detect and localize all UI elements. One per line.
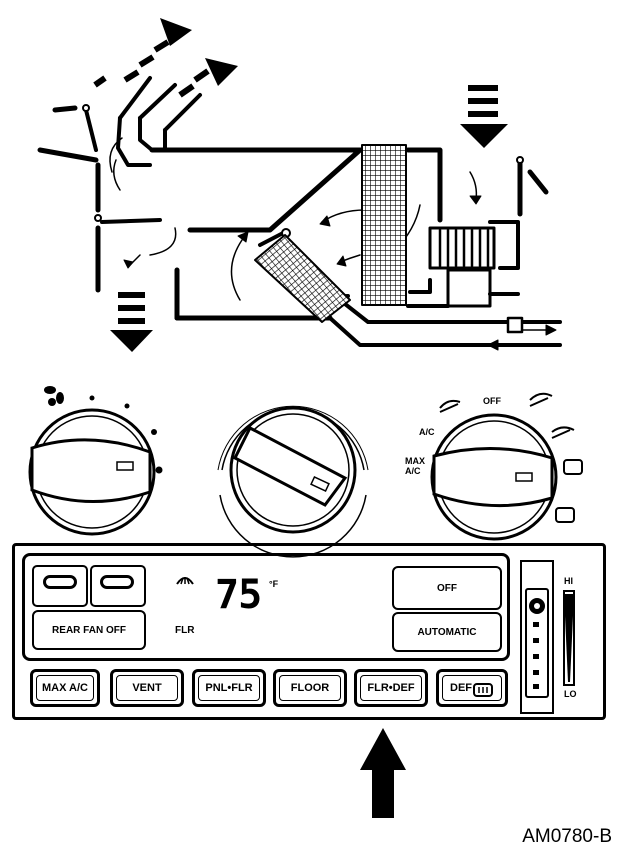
heater-core	[254, 234, 351, 323]
floor-button[interactable]: FLOOR	[273, 669, 347, 707]
panel-arrowhead	[205, 58, 238, 86]
rear-fan-off-button[interactable]: REAR FAN OFF	[32, 610, 146, 650]
mode-knob[interactable]	[430, 413, 558, 541]
automatic-button[interactable]: AUTOMATIC	[392, 612, 502, 652]
off-label: OFF	[483, 396, 501, 406]
temperature-unit: °F	[269, 579, 279, 589]
defrost-arrowhead	[160, 18, 192, 46]
def-button[interactable]: DEF	[436, 669, 508, 707]
pointer-arrow	[360, 728, 406, 818]
defrost-icon	[473, 683, 493, 697]
fan-indicator-strip	[520, 560, 554, 714]
fan-indicator-icon	[529, 598, 545, 614]
fan-level-dots	[533, 622, 539, 689]
inlet-arrowhead	[460, 124, 508, 148]
off-button-label: OFF	[437, 582, 457, 594]
airflow-schematic	[37, 18, 562, 352]
pnl-flr-button[interactable]: PNL•FLR	[192, 669, 266, 707]
max-ac-label: MAX A/C	[405, 456, 425, 477]
fan-indicator-window	[525, 588, 549, 698]
fan-lo-label: LO	[564, 689, 577, 699]
flr-def-button-label: FLR•DEF	[367, 682, 415, 694]
control-panel-inner	[22, 553, 510, 661]
small-key-box-left	[32, 565, 88, 607]
ac-label: A/C	[419, 427, 435, 437]
floor-arrowhead	[110, 330, 153, 352]
defrost-outlet-arrow	[93, 39, 170, 88]
off-button[interactable]: OFF	[392, 566, 502, 610]
temperature-knob[interactable]	[217, 405, 369, 558]
mode-icons	[439, 392, 583, 523]
fan-speed-dots	[89, 395, 163, 474]
climate-control-panel	[12, 543, 606, 720]
blower-motor	[446, 268, 492, 308]
small-key-box-right	[90, 565, 146, 607]
panel-outlet-arrow	[178, 68, 210, 98]
fan-icon	[44, 386, 64, 406]
pnl-flr-button-label: PNL•FLR	[205, 682, 253, 694]
vent-button[interactable]: VENT	[110, 669, 184, 707]
right-small-key[interactable]	[100, 575, 134, 589]
automatic-button-label: AUTOMATIC	[417, 626, 477, 638]
defrost-display-icon	[176, 577, 194, 585]
flr-def-button[interactable]: FLR•DEF	[354, 669, 428, 707]
fan-hi-label: HI	[564, 576, 573, 586]
fan-slider-wedge	[564, 594, 574, 682]
display-mode: FLR	[175, 625, 195, 636]
max-ac-button-label: MAX A/C	[41, 682, 89, 694]
max-ac-button[interactable]: MAX A/C	[30, 669, 100, 707]
vent-button-label: VENT	[132, 682, 162, 694]
temperature-readout: 75	[215, 572, 262, 618]
floor-button-label: FLOOR	[290, 682, 330, 694]
def-button-label: DEF	[450, 682, 472, 694]
figure-id: AM0780-B	[522, 826, 612, 847]
rear-fan-off-label: REAR FAN OFF	[52, 624, 126, 636]
left-small-key[interactable]	[43, 575, 77, 589]
fan-knob[interactable]	[28, 408, 156, 536]
evaporator-core	[361, 144, 407, 306]
lcd-display: 75 °F FLR	[147, 562, 387, 652]
